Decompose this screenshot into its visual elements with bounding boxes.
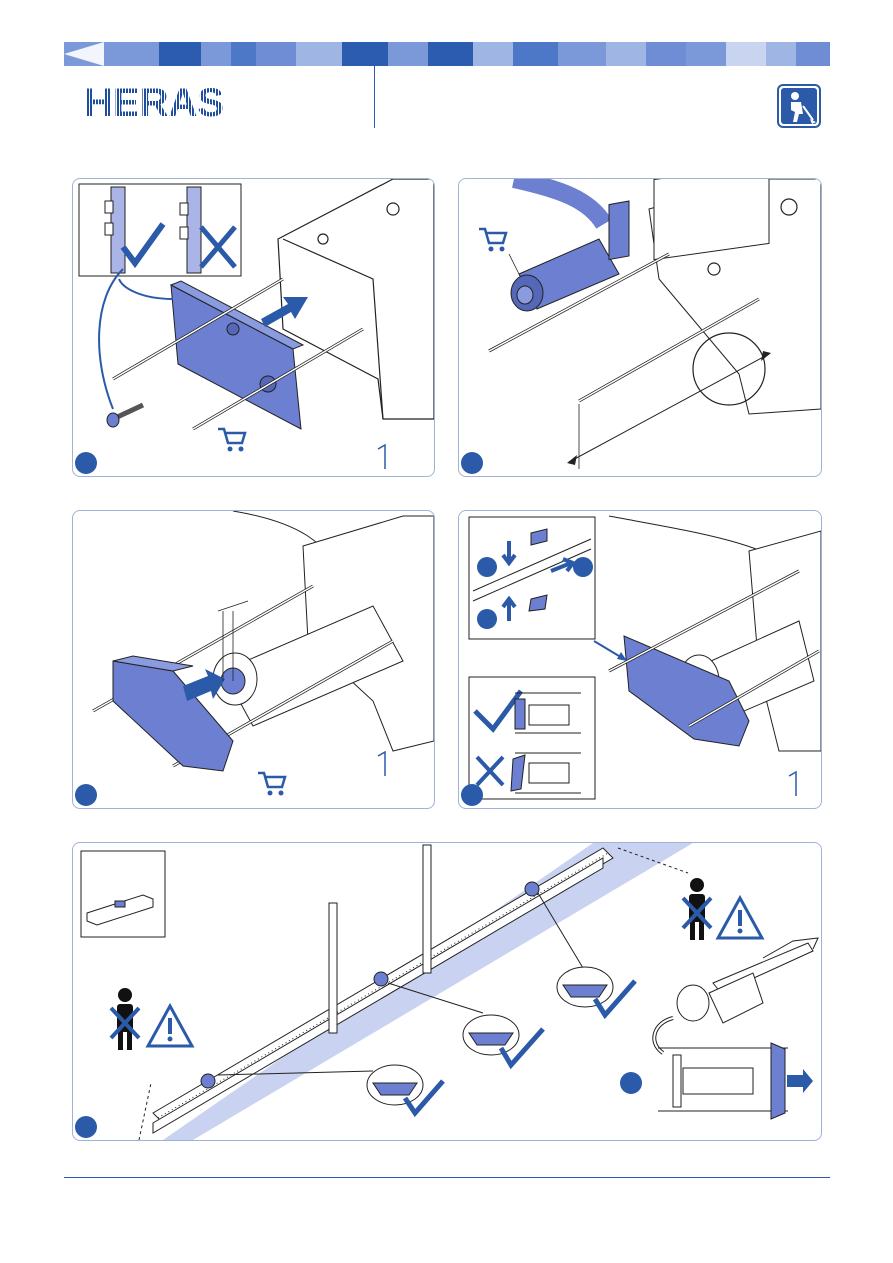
step-1-badge bbox=[75, 452, 97, 474]
step-2-illustration bbox=[459, 179, 821, 476]
cart-icon bbox=[479, 229, 506, 252]
step-5-panel bbox=[72, 842, 822, 1141]
step-4-panel bbox=[458, 510, 822, 809]
step-1-panel bbox=[72, 178, 435, 477]
step-3-illustration bbox=[73, 511, 434, 808]
no-person-icon bbox=[683, 878, 711, 940]
footer-rule bbox=[64, 1177, 830, 1178]
step-4-badge bbox=[461, 784, 483, 806]
cart-icon bbox=[258, 773, 285, 796]
worker-shovel-icon bbox=[777, 84, 821, 128]
step-1-illustration bbox=[73, 179, 434, 476]
step-3-badge bbox=[75, 784, 97, 806]
logo-text: HERAS bbox=[84, 84, 224, 120]
cart-icon bbox=[218, 429, 245, 452]
step-2-badge bbox=[461, 452, 483, 474]
header-divider bbox=[374, 64, 375, 128]
step-4-illustration bbox=[459, 511, 821, 808]
warning-icon bbox=[718, 898, 762, 938]
step-5-illustration bbox=[73, 843, 821, 1140]
hydraulic-pump-icon bbox=[654, 938, 818, 1053]
heras-logo: HERAS bbox=[84, 84, 264, 120]
step-5-badge bbox=[75, 1116, 97, 1138]
header-color-band bbox=[64, 42, 830, 66]
step-3-panel bbox=[72, 510, 435, 809]
no-person-icon bbox=[111, 988, 139, 1050]
warning-icon bbox=[148, 1006, 192, 1046]
step-2-panel bbox=[458, 178, 822, 477]
